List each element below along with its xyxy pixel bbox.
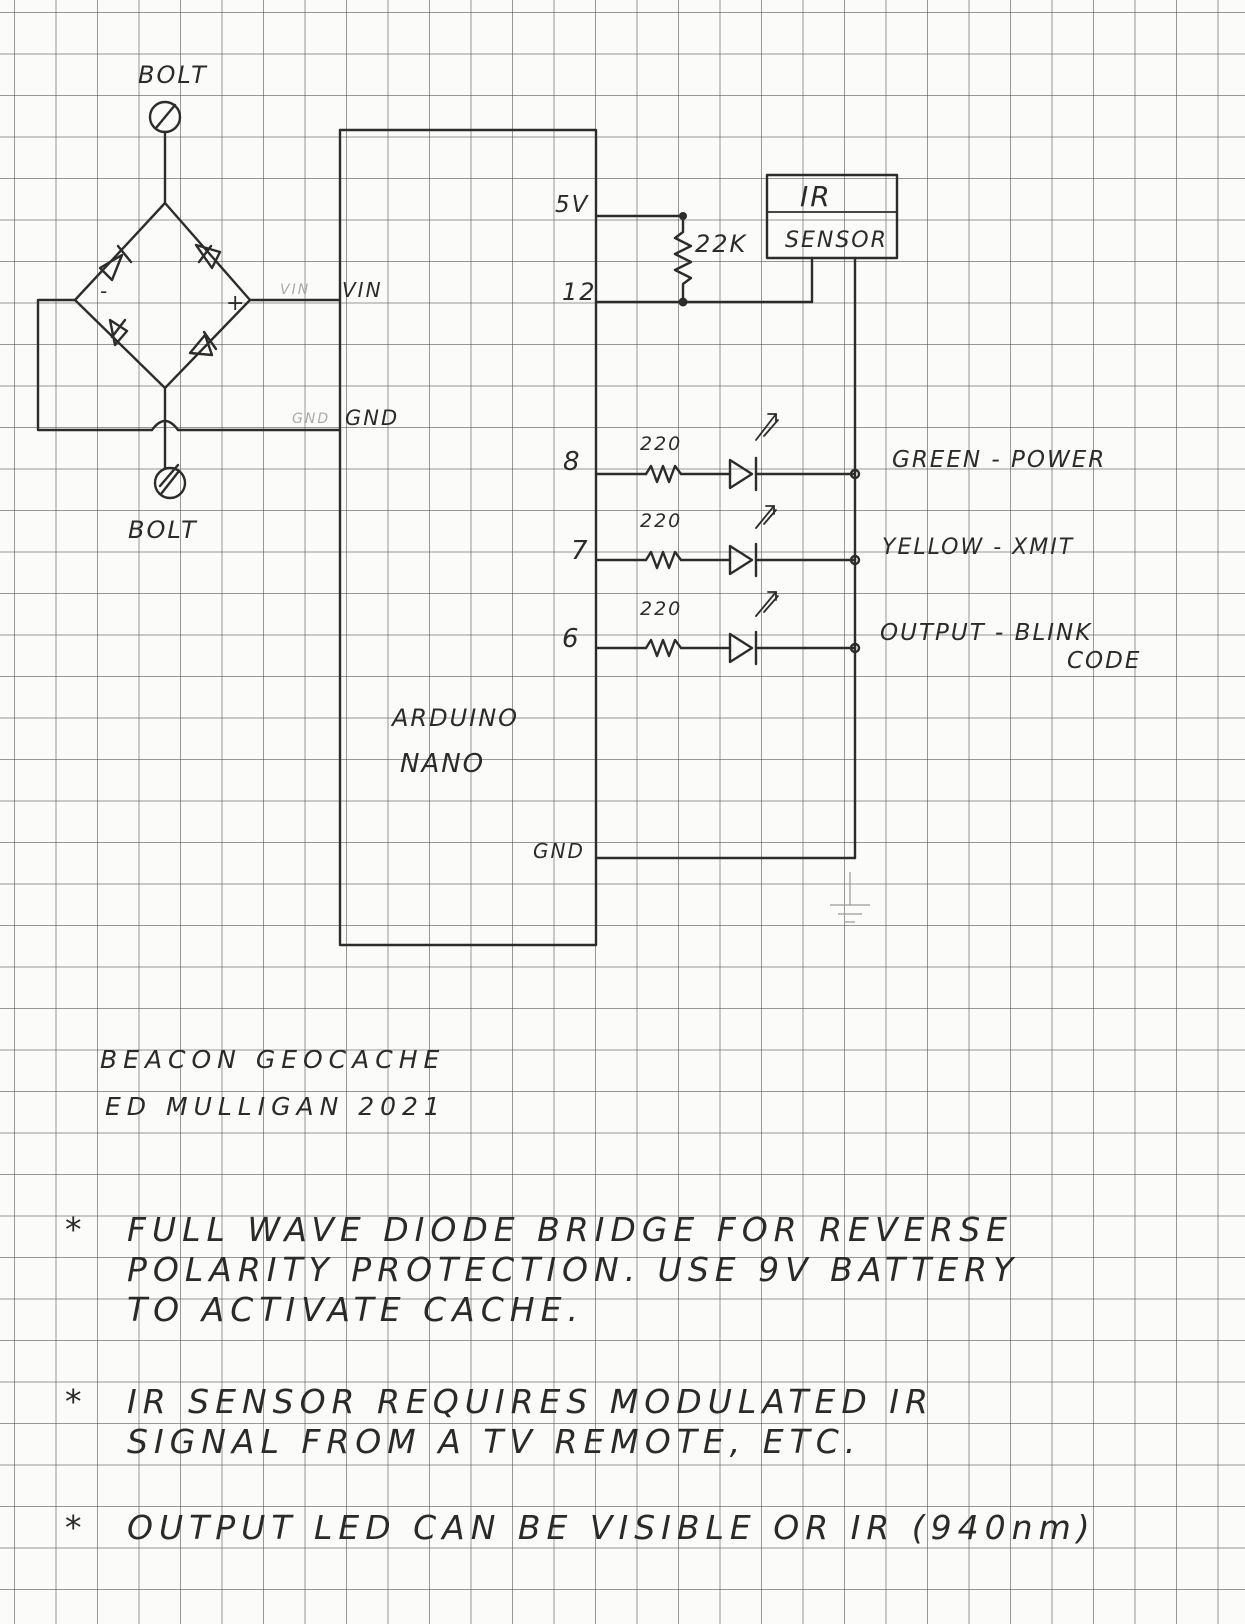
ir-sensor-line1: IR — [800, 180, 832, 213]
ir-sensor-circuit: 22K IR SENSOR — [594, 173, 899, 860]
bridge-diode-2 — [194, 243, 222, 270]
note-2-text: IR SENSOR REQUIRES MODULATED IR SIGNAL F… — [127, 1382, 934, 1461]
note-1-text: FULL WAVE DIODE BRIDGE FOR REVERSE POLAR… — [127, 1210, 1020, 1329]
led-row-green: 220 GREEN - POWER — [594, 413, 1106, 492]
bolt-bottom-label: BOLT — [128, 516, 198, 544]
led-yellow-label: YELLOW - XMIT — [882, 535, 1074, 560]
bridge-diode-4 — [188, 330, 218, 357]
bridge-plus-label: + — [226, 291, 246, 316]
led-output-line2: CODE — [1067, 648, 1141, 674]
vin-faint-label: VIN — [280, 282, 310, 298]
nano-line1: ARDUINO — [390, 704, 519, 732]
nano-line2: NANO — [400, 749, 485, 779]
bolt-bottom: BOLT — [128, 463, 198, 544]
credit-line2: ED MULLIGAN 2021 — [105, 1092, 446, 1121]
pin-5v-label: 5V — [555, 192, 590, 218]
bolt-top-label: BOLT — [138, 61, 208, 89]
r220-b-label: 220 — [640, 510, 682, 532]
note-3: * OUTPUT LED CAN BE VISIBLE OR IR (940nm… — [65, 1508, 1195, 1548]
note-3-text: OUTPUT LED CAN BE VISIBLE OR IR (940nm) — [127, 1508, 1096, 1547]
pin-gnd-label: GND — [533, 839, 585, 863]
diode-bridge: - + — [36, 201, 342, 470]
vin-label: VIN — [342, 278, 383, 302]
pin-8-label: 8 — [563, 447, 582, 477]
note-2: * IR SENSOR REQUIRES MODULATED IR SIGNAL… — [65, 1382, 1195, 1462]
r220-a-label: 220 — [640, 433, 682, 455]
arduino-nano: ARDUINO NANO — [338, 128, 598, 947]
led-output-line1: OUTPUT - BLINK — [880, 620, 1092, 646]
pin-6-label: 6 — [562, 624, 581, 654]
credit-line1: BEACON GEOCACHE — [100, 1045, 446, 1074]
gnd-left-label: GND — [345, 406, 399, 430]
bridge-diode-3 — [108, 318, 129, 347]
led-row-yellow: 220 YELLOW - XMIT — [594, 505, 1074, 578]
pin-7-label: 7 — [571, 536, 590, 566]
resistor-22k-label: 22K — [695, 230, 748, 258]
note-3-asterisk: * — [65, 1508, 88, 1547]
bolt-top: BOLT — [138, 61, 208, 205]
notes-section: * FULL WAVE DIODE BRIDGE FOR REVERSE POL… — [65, 1210, 1195, 1548]
led-green-label: GREEN - POWER — [892, 447, 1106, 473]
note-2-asterisk: * — [65, 1382, 88, 1421]
ir-sensor-box — [765, 173, 899, 260]
gnd-faint-label: GND — [292, 411, 330, 427]
ir-sensor-line2: SENSOR — [785, 228, 888, 253]
bridge-diode-1 — [98, 244, 133, 282]
led-row-output: 220 OUTPUT - BLINK CODE — [594, 591, 1141, 674]
pin-12-label: 12 — [562, 278, 597, 306]
bridge-minus-label: - — [100, 279, 109, 303]
faint-ground-symbol — [830, 872, 870, 923]
note-1: * FULL WAVE DIODE BRIDGE FOR REVERSE POL… — [65, 1210, 1195, 1330]
note-1-asterisk: * — [65, 1210, 88, 1249]
r220-c-label: 220 — [640, 598, 682, 620]
